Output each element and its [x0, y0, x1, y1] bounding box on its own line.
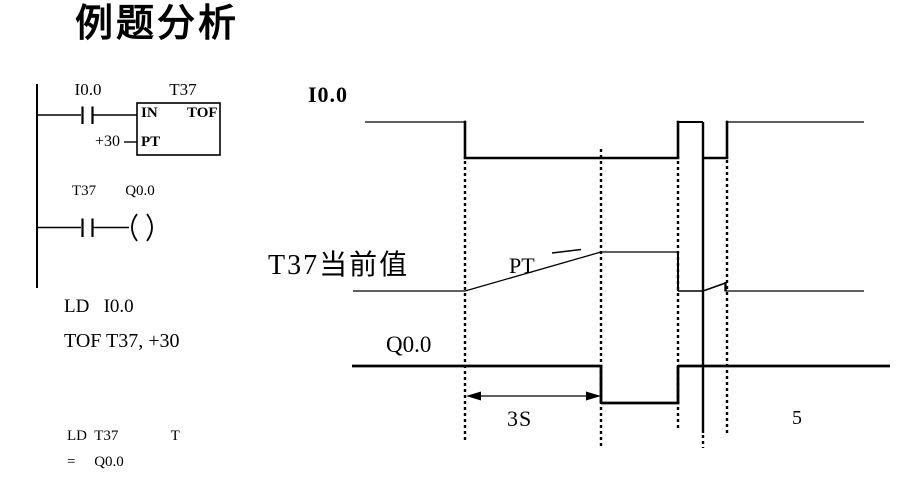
timing-note-label: 5 [792, 407, 802, 429]
timing-input-label: I0.0 [308, 82, 349, 107]
page-title: 例题分析 [75, 3, 240, 45]
statement-line-4: = Q0.0 [67, 454, 124, 470]
arrowhead-left [466, 391, 481, 401]
rung1-contact-label: I0.0 [74, 80, 102, 99]
arrowhead-right [586, 391, 601, 401]
rung1-timer-name: T37 [169, 80, 197, 99]
statement-line-2: TOF T37, +30 [64, 330, 180, 352]
coil-left-paren [131, 213, 138, 242]
timing-output-label: Q0.0 [386, 332, 432, 357]
timer-box [136, 102, 221, 156]
rung2-coil-label: Q0.0 [125, 183, 155, 199]
q00-waveform [352, 364, 890, 405]
timing-current-value-label: T37当前值 [268, 250, 410, 281]
i00-waveform [365, 120, 864, 160]
timing-diagram [352, 120, 890, 448]
timer-preset-value: +30 [95, 133, 121, 150]
coil-right-paren [146, 213, 153, 242]
timer-box-pt-label: PT [141, 134, 161, 150]
t37-current-value-waveform [353, 251, 864, 292]
statement-line-1: LD I0.0 [64, 296, 134, 317]
timer-box-in-label: IN [141, 105, 158, 121]
timer-box-type-label: TOF [187, 105, 218, 121]
timing-interval-label: 3S [507, 406, 533, 431]
pt-level-dash [551, 248, 582, 254]
interval-arrow [466, 391, 601, 401]
rung2-contact-label: T37 [71, 183, 97, 199]
statement-line-3: LD T37 T [67, 428, 180, 444]
ladder-diagram [36, 84, 221, 288]
timing-preset-label: PT [509, 253, 535, 278]
